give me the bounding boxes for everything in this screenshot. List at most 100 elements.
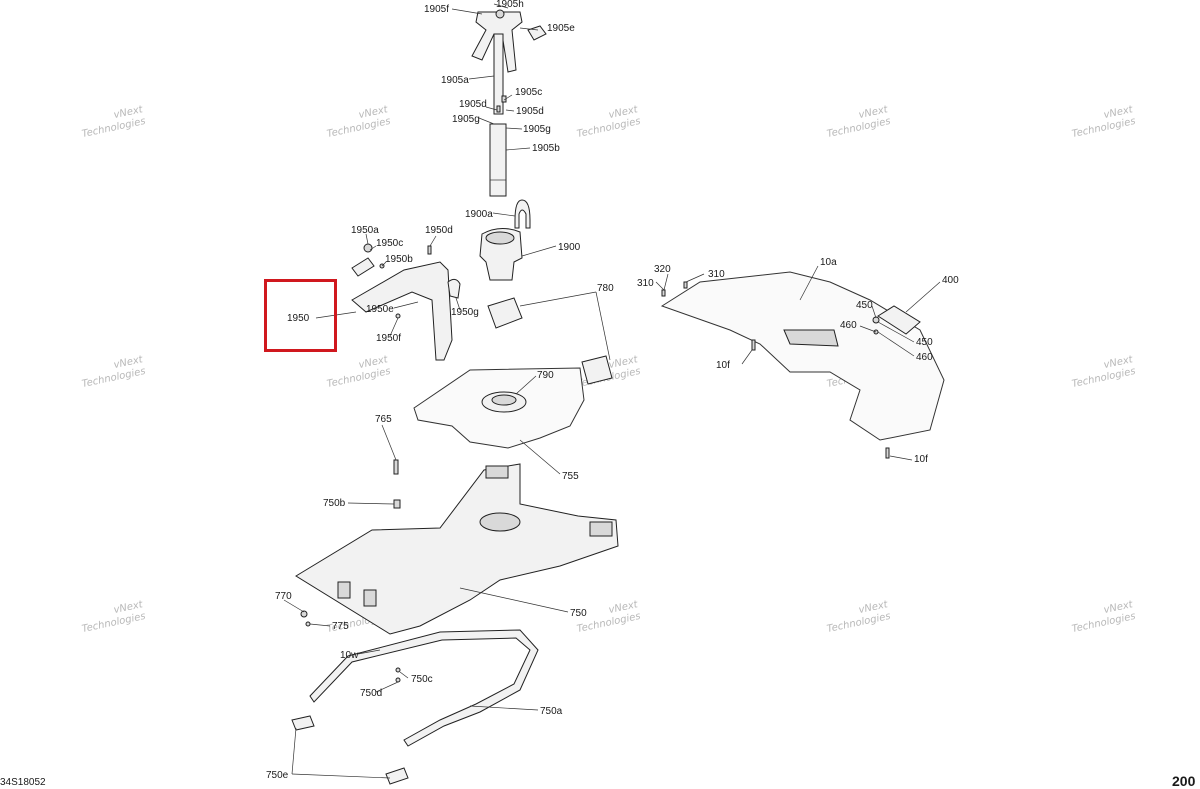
callout-750e[interactable]: 750e [266, 770, 289, 781]
mat-10a-part[interactable] [660, 271, 945, 441]
callout-1950f[interactable]: 1950f [376, 333, 401, 344]
callout-460-top[interactable]: 460 [840, 320, 857, 331]
callout-770[interactable]: 770 [275, 591, 292, 602]
yoke-bolt-part[interactable] [495, 9, 505, 19]
bracket-1950a-part[interactable] [351, 257, 375, 277]
screw-1950d-part[interactable] [427, 245, 432, 255]
screw-10f-top-part[interactable] [751, 339, 756, 351]
screw-1950c-part[interactable] [363, 243, 373, 253]
callout-1905c[interactable]: 1905c [515, 87, 542, 98]
u-bolt-1900a-part[interactable] [514, 199, 531, 229]
grab-handle-assembly[interactable] [351, 243, 461, 361]
nut-775-part[interactable] [305, 621, 311, 627]
callout-1950b[interactable]: 1950b [385, 254, 413, 265]
callout-450-bottom[interactable]: 450 [916, 337, 933, 348]
callout-1950a[interactable]: 1950a [351, 225, 379, 236]
body-rib-1 [337, 581, 351, 599]
callout-1950c[interactable]: 1950c [376, 238, 403, 249]
body-pocket-2 [485, 465, 509, 479]
callout-10w[interactable]: 10w [340, 650, 359, 661]
callout-1905d-left[interactable]: 1905d [459, 99, 487, 110]
main-body-750-assembly[interactable] [295, 459, 619, 635]
upper-shaft-1905a-part[interactable] [493, 33, 504, 115]
callout-320[interactable]: 320 [654, 264, 671, 275]
callout-755[interactable]: 755 [562, 471, 579, 482]
clip-750e-second-part[interactable] [385, 767, 409, 785]
callout-750a[interactable]: 750a [540, 706, 563, 717]
washer-770-part[interactable] [300, 610, 308, 618]
callout-450-top[interactable]: 450 [856, 300, 873, 311]
screw-310-right-part[interactable] [683, 281, 688, 289]
callout-310-left[interactable]: 310 [637, 278, 654, 289]
callout-10f-bottom[interactable]: 10f [914, 454, 928, 465]
callout-1950g[interactable]: 1950g [451, 307, 479, 318]
steering-support-assembly[interactable] [479, 199, 531, 281]
module-780-assembly[interactable] [487, 297, 613, 385]
callout-1905f[interactable]: 1905f [424, 4, 449, 15]
cap-center [491, 394, 517, 406]
callout-780[interactable]: 780 [597, 283, 614, 294]
mat-10a-assembly[interactable] [660, 271, 945, 459]
screw-310-left-part[interactable] [661, 289, 666, 297]
washer-1950f-part[interactable] [395, 313, 401, 319]
grab-handle-1950-part[interactable] [351, 261, 453, 361]
cap-1950g-part[interactable] [447, 278, 461, 299]
body-opening [479, 512, 521, 532]
diagram-number: 34S18052 [0, 777, 46, 788]
highlight-box-1950 [264, 279, 337, 352]
callout-765[interactable]: 765 [375, 414, 392, 425]
cap-1905e-part[interactable] [527, 25, 547, 41]
callout-1950[interactable]: 1950 [287, 313, 310, 324]
seal-strip-750a-part[interactable] [309, 629, 539, 747]
callout-460-bottom[interactable]: 460 [916, 352, 933, 363]
module-780-duplicate-part[interactable] [581, 355, 613, 385]
pin-1905d-part[interactable] [496, 105, 501, 113]
body-pocket [589, 521, 613, 537]
callout-750c[interactable]: 750c [411, 674, 433, 685]
steering-column-assembly[interactable] [471, 9, 547, 197]
callout-1905e[interactable]: 1905e [547, 23, 575, 34]
watermark: vNext Technologies [81, 599, 147, 635]
callout-1950d[interactable]: 1950d [425, 225, 453, 236]
screw-765-part[interactable] [393, 459, 399, 475]
lower-shaft-1905b-part[interactable] [489, 123, 507, 197]
clip-750e-part[interactable] [291, 715, 315, 731]
callout-labels: 1905f 1905h 1905e 1905a 1905c 1905d 1905… [266, 0, 959, 781]
callout-750d[interactable]: 750d [360, 688, 382, 699]
callout-750b[interactable]: 750b [323, 498, 346, 509]
callout-10a[interactable]: 10a [820, 257, 837, 268]
watermark: vNext Technologies [81, 104, 147, 140]
page-number: 200 [1172, 773, 1196, 789]
clip-750d-part[interactable] [395, 677, 401, 683]
watermark: vNext Technologies [326, 104, 392, 140]
bracket-400-part[interactable] [877, 305, 921, 335]
screw-10f-bottom-part[interactable] [885, 447, 890, 459]
module-780-part[interactable] [487, 297, 523, 329]
callout-1905a[interactable]: 1905a [441, 75, 469, 86]
callout-1905b[interactable]: 1905b [532, 143, 560, 154]
watermark: vNext Technologies [1071, 354, 1137, 390]
callout-10f-top[interactable]: 10f [716, 360, 730, 371]
watermark: vNext Technologies [1071, 104, 1137, 140]
callout-400[interactable]: 400 [942, 275, 959, 286]
screw-750b-part[interactable] [393, 499, 401, 509]
callout-750[interactable]: 750 [570, 608, 587, 619]
callout-1905g-right[interactable]: 1905g [523, 124, 551, 135]
clip-750c-part[interactable] [395, 667, 401, 673]
watermark: vNext Technologies [1071, 599, 1137, 635]
callout-310-right[interactable]: 310 [708, 269, 725, 280]
watermark: vNext Technologies [826, 599, 892, 635]
callout-1900[interactable]: 1900 [558, 242, 581, 253]
callout-775[interactable]: 775 [332, 621, 349, 632]
callout-1905g-left[interactable]: 1905g [452, 114, 480, 125]
watermark: vNext Technologies [326, 354, 392, 390]
callout-1905h[interactable]: 1905h [496, 0, 524, 10]
callout-1950e[interactable]: 1950e [366, 304, 394, 315]
seal-strip-750a-assembly[interactable] [291, 629, 539, 785]
callout-790[interactable]: 790 [537, 370, 554, 381]
callout-1900a[interactable]: 1900a [465, 209, 493, 220]
floor-panel-755-assembly[interactable] [413, 367, 585, 449]
callout-1905d-right[interactable]: 1905d [516, 106, 544, 117]
